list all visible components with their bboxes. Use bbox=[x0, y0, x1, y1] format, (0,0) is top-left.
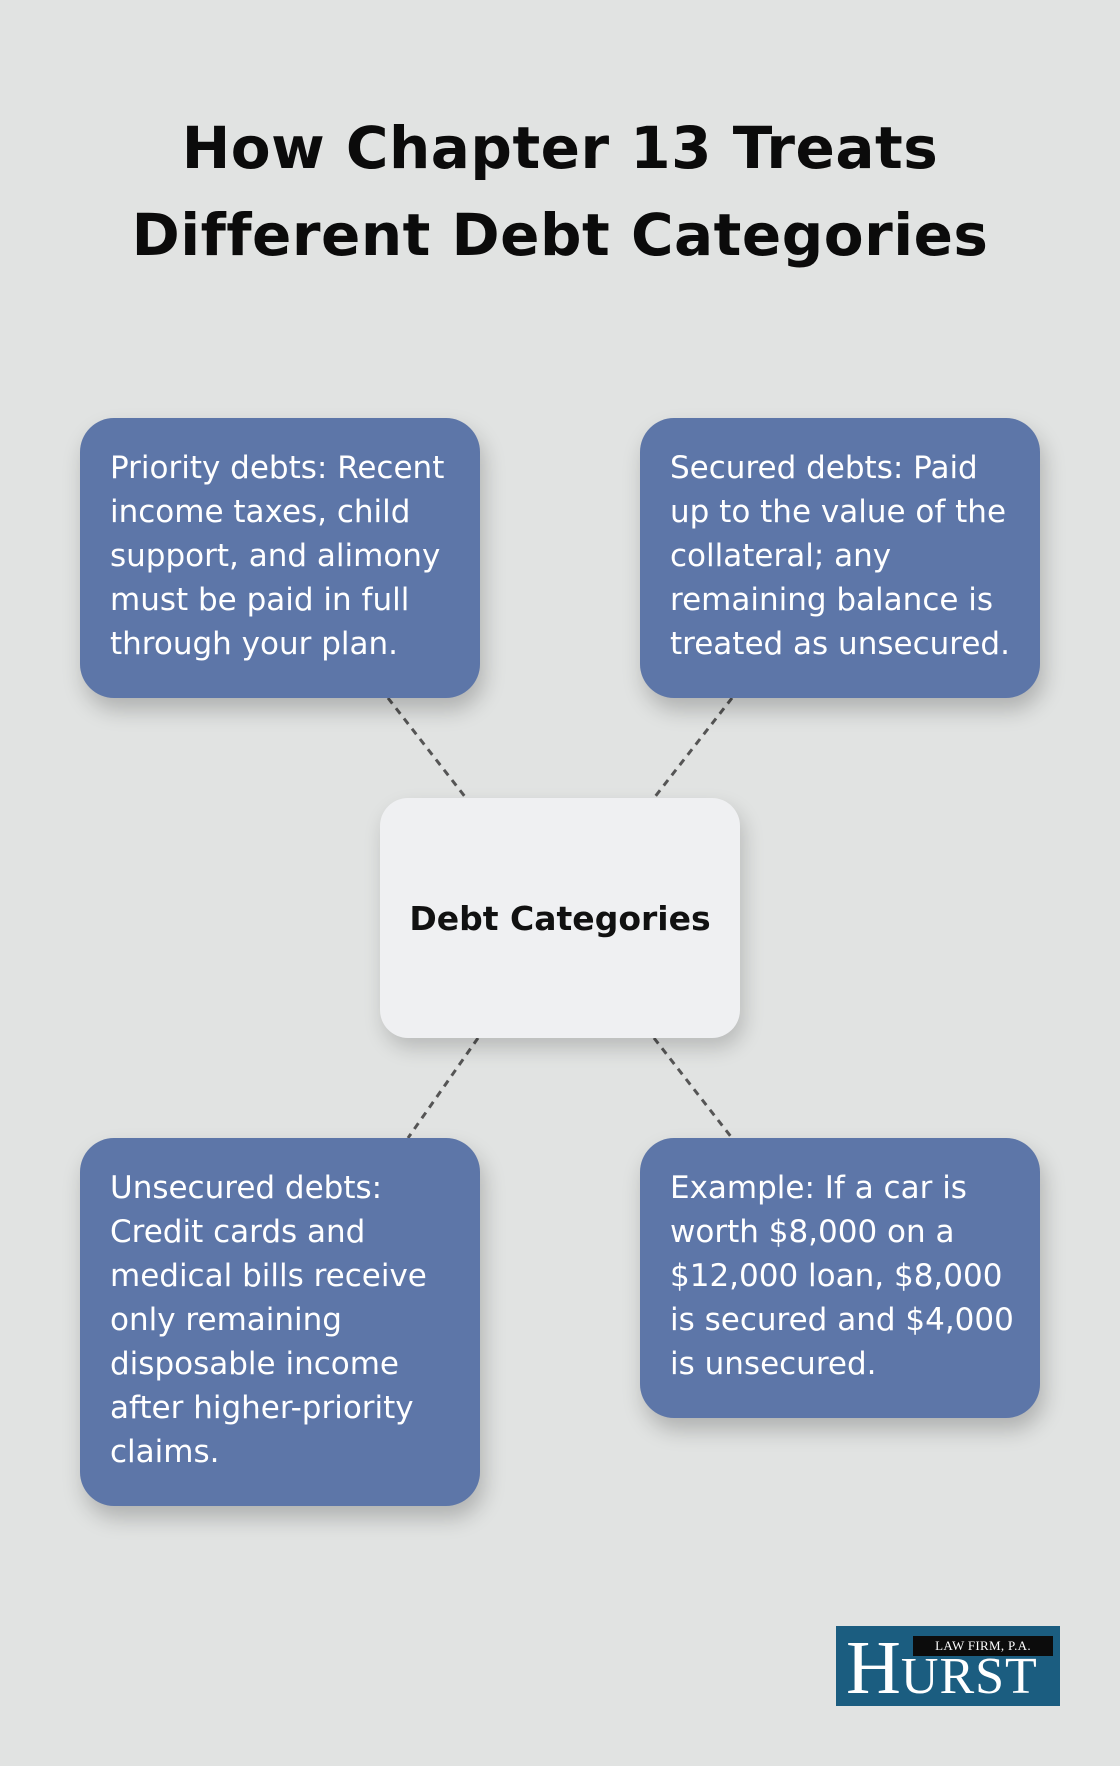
connector-top-right bbox=[652, 697, 734, 799]
priority-debts-text: Priority debts: Recent income taxes, chi… bbox=[110, 450, 445, 662]
page-title: How Chapter 13 Treats Different Debt Cat… bbox=[60, 105, 1060, 279]
secured-debts-card: Secured debts: Paid up to the value of t… bbox=[640, 418, 1040, 698]
logo-tagline: LAW FIRM, P.A. bbox=[913, 1636, 1053, 1656]
hurst-law-firm-logo: LAW FIRM, P.A. HURST bbox=[836, 1626, 1060, 1706]
secured-debts-text: Secured debts: Paid up to the value of t… bbox=[670, 450, 1010, 662]
debt-categories-node: Debt Categories bbox=[380, 798, 740, 1038]
example-text: Example: If a car is worth $8,000 on a $… bbox=[670, 1170, 1014, 1382]
debt-categories-label: Debt Categories bbox=[409, 898, 711, 938]
connector-top-left bbox=[386, 697, 468, 799]
unsecured-debts-text: Unsecured debts: Credit cards and medica… bbox=[110, 1170, 427, 1470]
logo-wordmark: HURST bbox=[846, 1630, 1038, 1706]
logo-name-rest: URST bbox=[900, 1648, 1038, 1705]
logo-initial: H bbox=[846, 1626, 901, 1710]
title-line-1: How Chapter 13 Treats bbox=[181, 114, 939, 182]
connector-bottom-left bbox=[406, 1037, 480, 1139]
connector-bottom-right bbox=[652, 1037, 734, 1139]
unsecured-debts-card: Unsecured debts: Credit cards and medica… bbox=[80, 1138, 480, 1506]
title-line-2: Different Debt Categories bbox=[131, 201, 989, 269]
example-card: Example: If a car is worth $8,000 on a $… bbox=[640, 1138, 1040, 1418]
priority-debts-card: Priority debts: Recent income taxes, chi… bbox=[80, 418, 480, 698]
